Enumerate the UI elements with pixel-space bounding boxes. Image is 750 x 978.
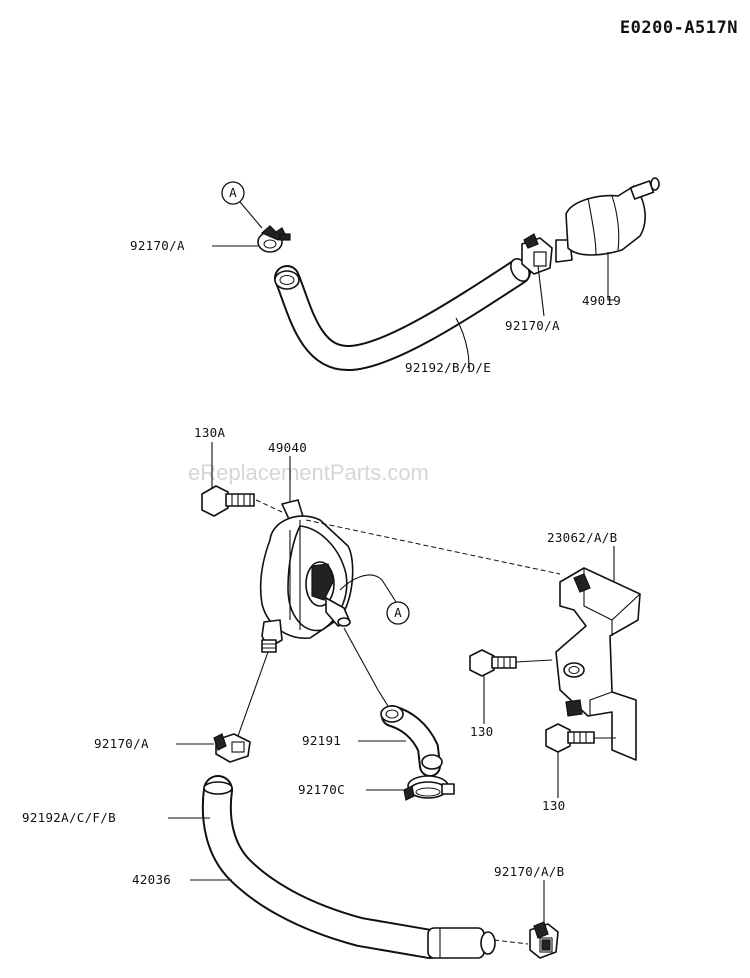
dash-hose-to-clamp bbox=[493, 939, 529, 945]
clamp-mid-left[interactable] bbox=[213, 733, 251, 763]
label-hose-top[interactable]: 92192/B/D/E bbox=[405, 360, 491, 375]
diagram-code: E0200-A517N bbox=[620, 18, 738, 38]
bolt-130-lower[interactable] bbox=[545, 723, 595, 753]
callout-a-top: A bbox=[221, 181, 263, 229]
bolt-130-upper[interactable] bbox=[469, 649, 517, 677]
hose-42036[interactable] bbox=[201, 775, 496, 959]
bolt-130a[interactable] bbox=[201, 485, 255, 517]
bracket[interactable] bbox=[555, 567, 641, 761]
hose-top[interactable] bbox=[274, 256, 533, 371]
clamp-92170c[interactable] bbox=[403, 775, 455, 801]
label-bolt-130-lower[interactable]: 130 bbox=[542, 798, 565, 813]
tube-92191[interactable] bbox=[380, 705, 443, 777]
label-clamp-top-left[interactable]: 92170/A bbox=[130, 238, 185, 253]
label-fuel-filter[interactable]: 49019 bbox=[582, 293, 621, 308]
line-pump-to-tube bbox=[343, 627, 389, 707]
dash-pump-to-bracket bbox=[305, 519, 561, 575]
label-clamp-92170c[interactable]: 92170C bbox=[298, 782, 345, 797]
label-hose-42036[interactable]: 42036 bbox=[132, 872, 171, 887]
label-bracket[interactable]: 23062/A/B bbox=[547, 530, 617, 545]
label-hose-long[interactable]: 92192A/C/F/B bbox=[22, 810, 116, 825]
fuel-filter[interactable] bbox=[555, 177, 660, 263]
label-bolt-130-upper[interactable]: 130 bbox=[470, 724, 493, 739]
line-pump-to-clamp bbox=[237, 651, 269, 737]
callout-a-mid: A bbox=[339, 574, 410, 625]
leader-clamp-top-right bbox=[537, 265, 545, 317]
label-fuel-pump[interactable]: 49040 bbox=[268, 440, 307, 455]
fuel-pump[interactable] bbox=[259, 499, 354, 653]
label-clamp-mid-left[interactable]: 92170/A bbox=[94, 736, 149, 751]
leader-hose-top bbox=[455, 317, 470, 369]
label-tube-92191[interactable]: 92191 bbox=[302, 733, 341, 748]
watermark: eReplacementParts.com bbox=[188, 460, 429, 485]
label-bolt-130a[interactable]: 130A bbox=[194, 425, 225, 440]
dash-bolt-to-pump bbox=[255, 499, 283, 513]
clamp-top-left[interactable] bbox=[257, 225, 291, 253]
label-clamp-top-right[interactable]: 92170/A bbox=[505, 318, 560, 333]
clamp-top-right[interactable] bbox=[521, 233, 553, 275]
leader-fuel-filter bbox=[607, 252, 614, 301]
label-clamp-bottom[interactable]: 92170/A/B bbox=[494, 864, 564, 879]
callout-a-mid-text: A bbox=[394, 605, 402, 620]
clamp-bottom[interactable] bbox=[529, 921, 559, 959]
leader-bolt-130-upper-to-bracket bbox=[515, 659, 553, 663]
callout-a-top-text: A bbox=[229, 185, 237, 200]
